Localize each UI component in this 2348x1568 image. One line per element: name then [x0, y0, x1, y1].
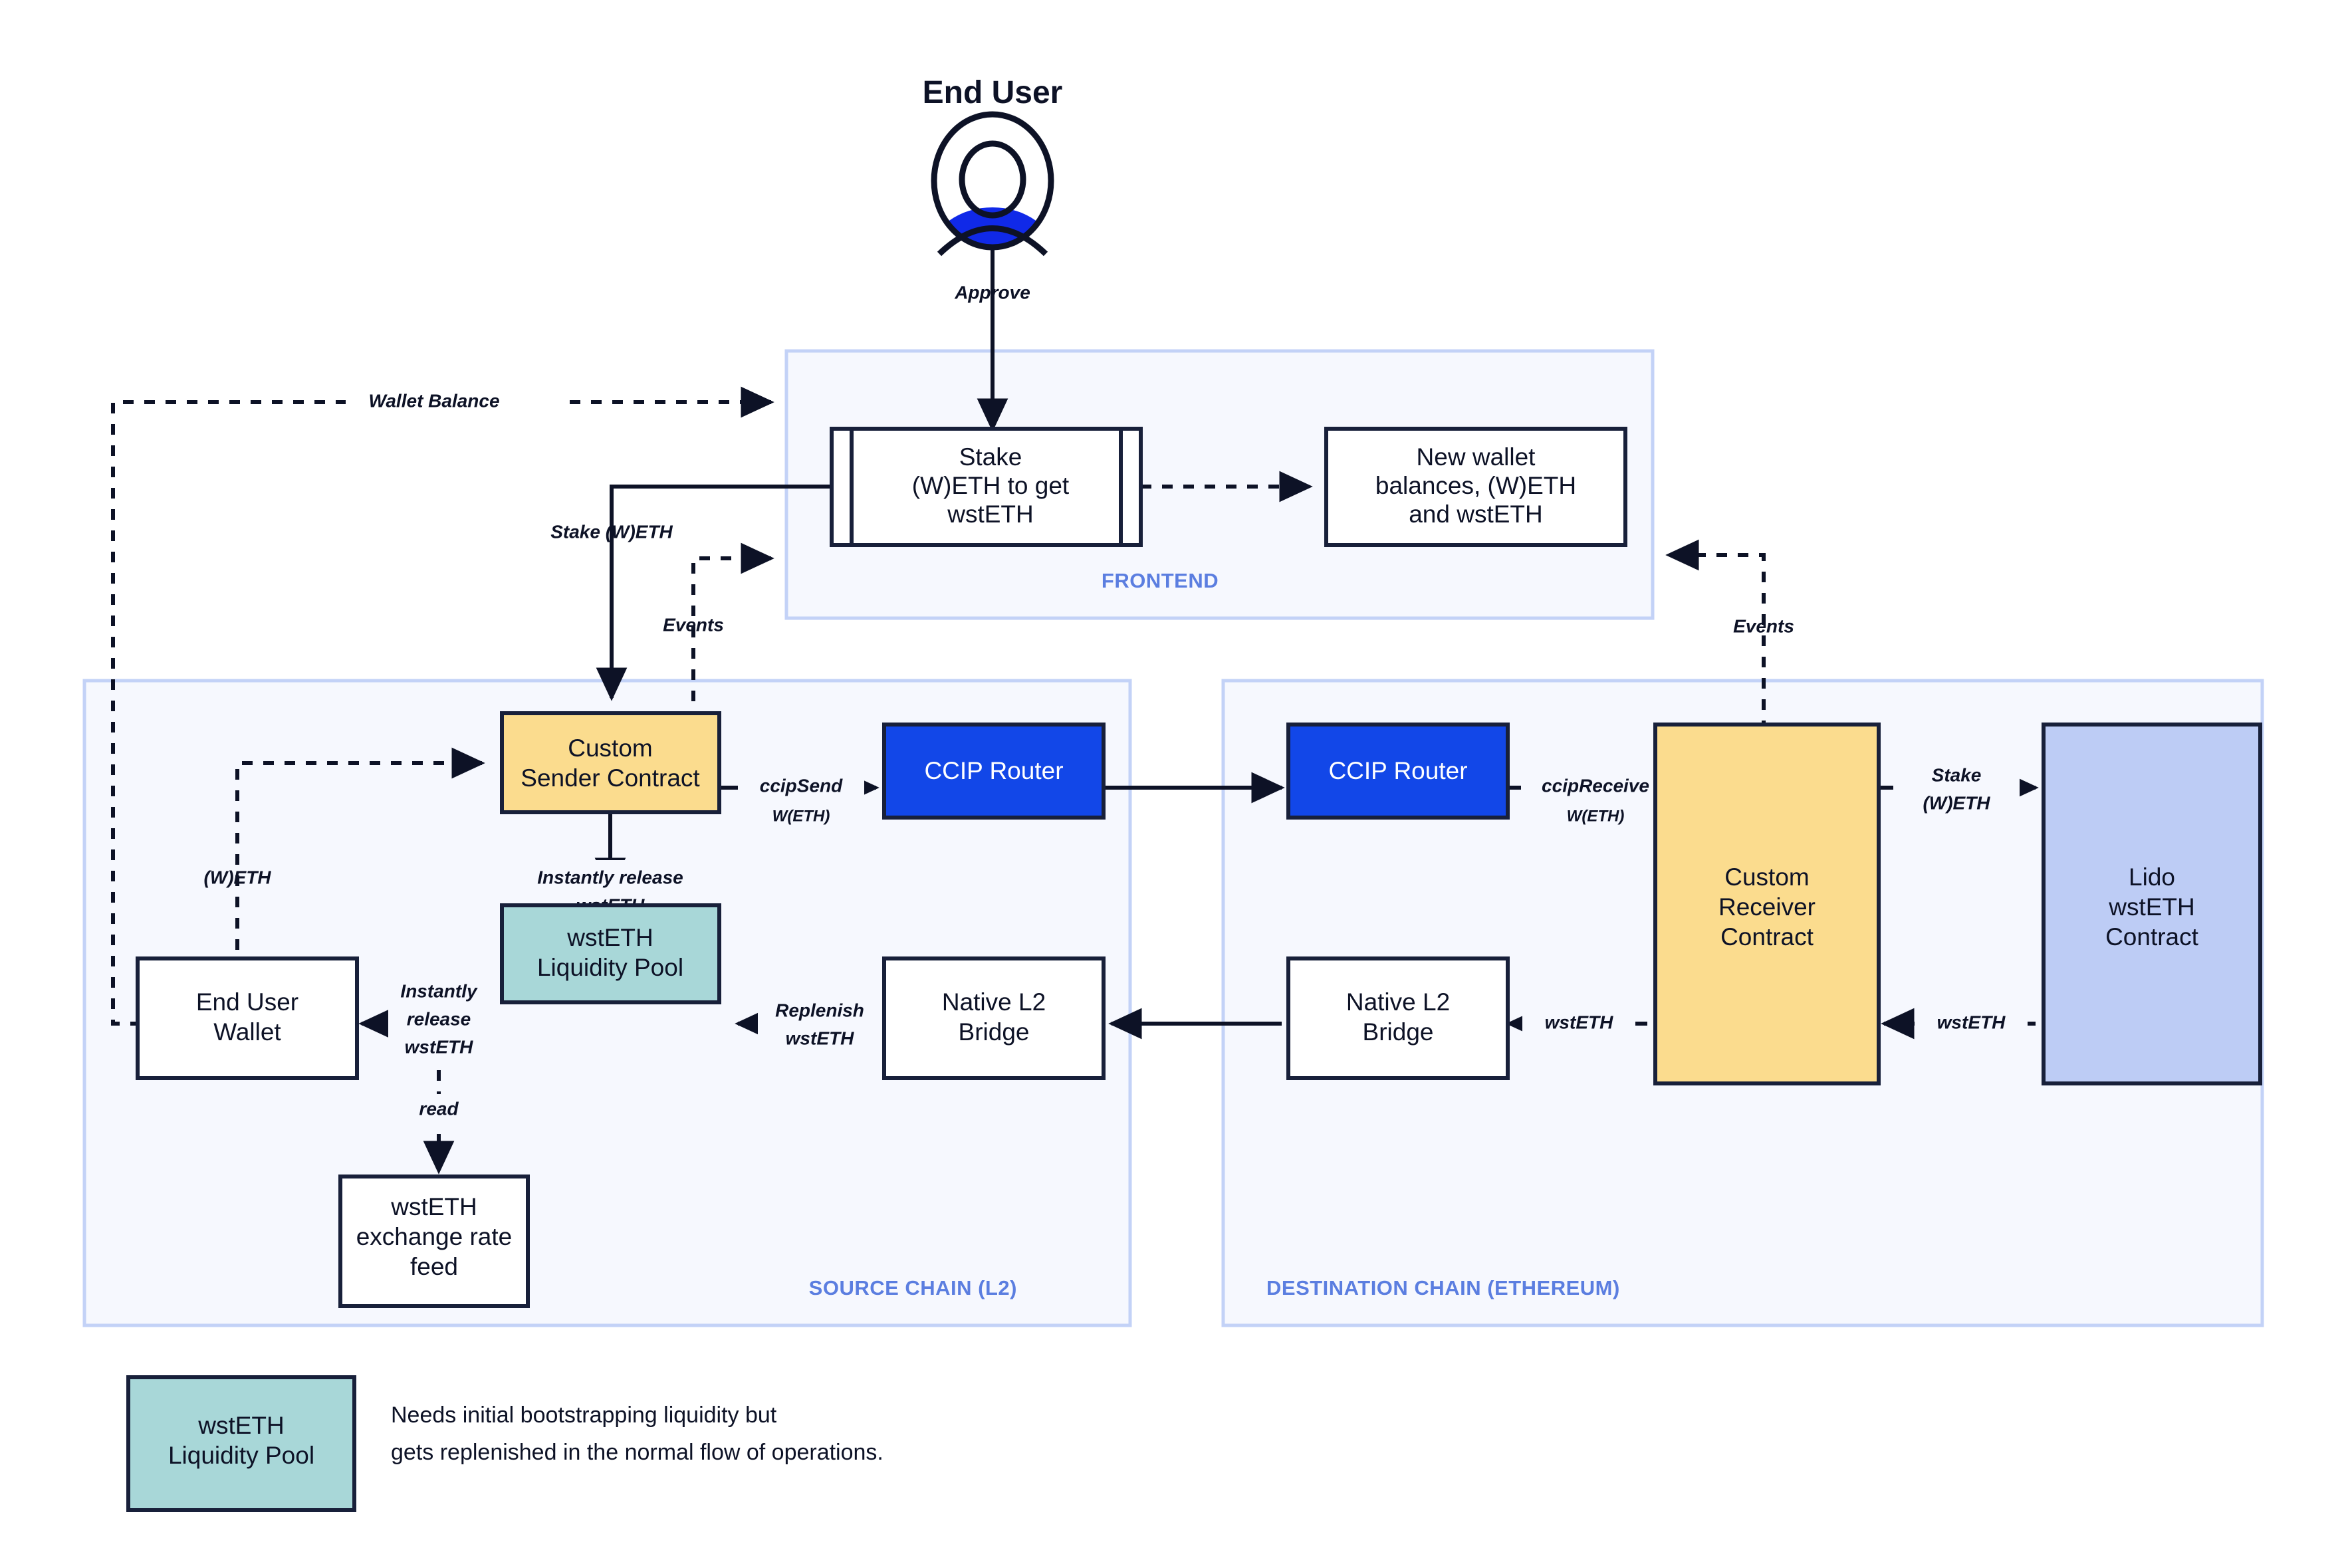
zone-source-chain-label: SOURCE CHAIN (L2)	[809, 1276, 1017, 1299]
node-stake-form-line2: (W)ETH to get	[912, 472, 1070, 499]
edge-weth-to-sender-label: (W)ETH	[203, 867, 271, 887]
node-receiver-contract-line1: Custom	[1724, 863, 1809, 891]
node-receiver-contract-line3: Contract	[1720, 923, 1814, 951]
edge-wallet-balance-label: Wallet Balance	[368, 390, 499, 411]
edge-release-to-wallet-label-line3: wstETH	[405, 1036, 473, 1057]
edge-stake-weth-label: Stake (W)ETH	[550, 521, 673, 542]
edge-read-label-bg	[399, 1094, 484, 1127]
edge-release-to-pool-label-line1: Instantly release	[537, 867, 683, 887]
edge-wsteth-from-lido-label: wstETH	[1937, 1012, 2006, 1032]
edge-ccip-send-sublabel: W(ETH)	[772, 807, 830, 825]
edge-replenish-label-bg	[758, 993, 887, 1058]
node-sender-contract[interactable]: Custom Sender Contract	[500, 711, 721, 814]
user-avatar-icon	[931, 111, 1054, 257]
node-lido-contract[interactable]: Lido wstETH Contract	[2042, 723, 2262, 1085]
edge-weth-to-sender-line	[235, 747, 485, 1014]
edge-read-label: read	[419, 1098, 459, 1119]
edge-release-to-wallet-label-bg	[388, 976, 508, 1075]
node-native-bridge-source[interactable]: Native L2 Bridge	[882, 956, 1106, 1080]
node-native-bridge-destination-line2: Bridge	[1363, 1018, 1434, 1046]
node-ccip-router-destination[interactable]: CCIP Router	[1286, 723, 1510, 820]
edge-stake-weth-lido-label-line2: (W)ETH	[1923, 792, 1990, 813]
node-lido-contract-line1: Lido	[2129, 863, 2175, 891]
node-lido-contract-line3: Contract	[2105, 923, 2199, 951]
node-native-bridge-destination[interactable]: Native L2 Bridge	[1286, 956, 1510, 1080]
edge-wsteth-to-bridge-label-bg	[1522, 1006, 1635, 1041]
node-stake-form-line3: wstETH	[947, 501, 1034, 528]
node-native-bridge-source-line1: Native L2	[942, 988, 1046, 1016]
edge-events-source-line	[691, 542, 774, 701]
legend-swatch-line2: Liquidity Pool	[168, 1442, 314, 1469]
node-new-balances-line1: New wallet	[1417, 443, 1536, 471]
edge-stake-weth-line	[596, 485, 832, 701]
zone-destination-chain-label: DESTINATION CHAIN (ETHEREUM)	[1266, 1276, 1620, 1299]
node-receiver-contract-line2: Receiver	[1718, 893, 1816, 921]
legend: wstETH Liquidity Pool Needs initial boot…	[126, 1375, 883, 1512]
node-native-bridge-destination-line1: Native L2	[1346, 988, 1450, 1016]
zone-frontend-label: FRONTEND	[1102, 569, 1219, 592]
edge-wsteth-from-lido-label-bg	[1915, 1006, 2028, 1041]
node-receiver-contract[interactable]: Custom Receiver Contract	[1653, 723, 1881, 1085]
edge-approve-label: Approve	[954, 282, 1030, 302]
legend-swatch-line1: wstETH	[197, 1412, 285, 1439]
node-rate-feed-line1: wstETH	[390, 1193, 477, 1220]
node-ccip-router-destination-label: CCIP Router	[1328, 757, 1467, 784]
edge-wsteth-to-bridge-label: wstETH	[1545, 1012, 1613, 1032]
node-end-user-wallet-line2: Wallet	[213, 1018, 281, 1046]
legend-note-line1: Needs initial bootstrapping liquidity bu…	[391, 1402, 777, 1428]
node-sender-contract-line1: Custom	[568, 734, 652, 762]
edge-ccip-send-label: ccipSend	[760, 775, 843, 796]
node-rate-feed-line2: exchange rate	[356, 1223, 513, 1250]
node-new-balances-line3: and wstETH	[1409, 501, 1543, 528]
node-liquidity-pool-line1: wstETH	[566, 924, 653, 951]
edge-ccip-receive-label: ccipReceive	[1542, 775, 1649, 796]
node-native-bridge-source-line2: Bridge	[959, 1018, 1030, 1046]
node-new-balances-line2: balances, (W)ETH	[1375, 472, 1576, 499]
edge-events-destination-label: Events	[1733, 616, 1794, 636]
node-liquidity-pool-line2: Liquidity Pool	[537, 954, 683, 981]
node-ccip-router-source-label: CCIP Router	[924, 757, 1063, 784]
edge-ccip-receive-label-bg	[1521, 770, 1674, 806]
node-end-user-wallet[interactable]: End User Wallet	[136, 956, 359, 1080]
node-end-user-wallet-line1: End User	[196, 988, 298, 1016]
node-lido-contract-line2: wstETH	[2108, 893, 2195, 921]
legend-swatch	[126, 1375, 356, 1512]
edge-stake-weth-lido-label-line1: Stake	[1932, 764, 1982, 785]
edge-stake-weth-lido-label-bg	[1893, 758, 2020, 824]
edge-ccip-send-label-bg	[738, 770, 864, 806]
edge-ccip-receive-sublabel: W(ETH)	[1567, 807, 1625, 825]
edge-wallet-balance-label-bg	[346, 382, 565, 421]
node-stake-form-line1: Stake	[959, 443, 1022, 471]
node-ccip-router-source[interactable]: CCIP Router	[882, 723, 1106, 820]
node-new-balances[interactable]: New wallet balances, (W)ETH and wstETH	[1324, 427, 1627, 547]
node-stake-form[interactable]: Stake (W)ETH to get wstETH	[830, 427, 1143, 547]
node-sender-contract-line2: Sender Contract	[521, 764, 700, 792]
edge-release-to-wallet-label-line1: Instantly	[400, 980, 478, 1001]
edge-replenish-label-line2: wstETH	[786, 1028, 854, 1048]
edge-replenish-label-line1: Replenish	[775, 1000, 864, 1020]
legend-note-line2: gets replenished in the normal flow of o…	[391, 1440, 883, 1465]
node-liquidity-pool[interactable]: wstETH Liquidity Pool	[500, 903, 721, 1004]
edge-release-to-wallet-label-line2: release	[407, 1008, 471, 1029]
edge-events-source-label: Events	[663, 614, 724, 635]
actor-title: End User	[923, 75, 1063, 110]
node-rate-feed[interactable]: wstETH exchange rate feed	[338, 1175, 530, 1308]
edge-events-destination-line	[1665, 539, 1766, 731]
node-rate-feed-line3: feed	[410, 1253, 458, 1280]
